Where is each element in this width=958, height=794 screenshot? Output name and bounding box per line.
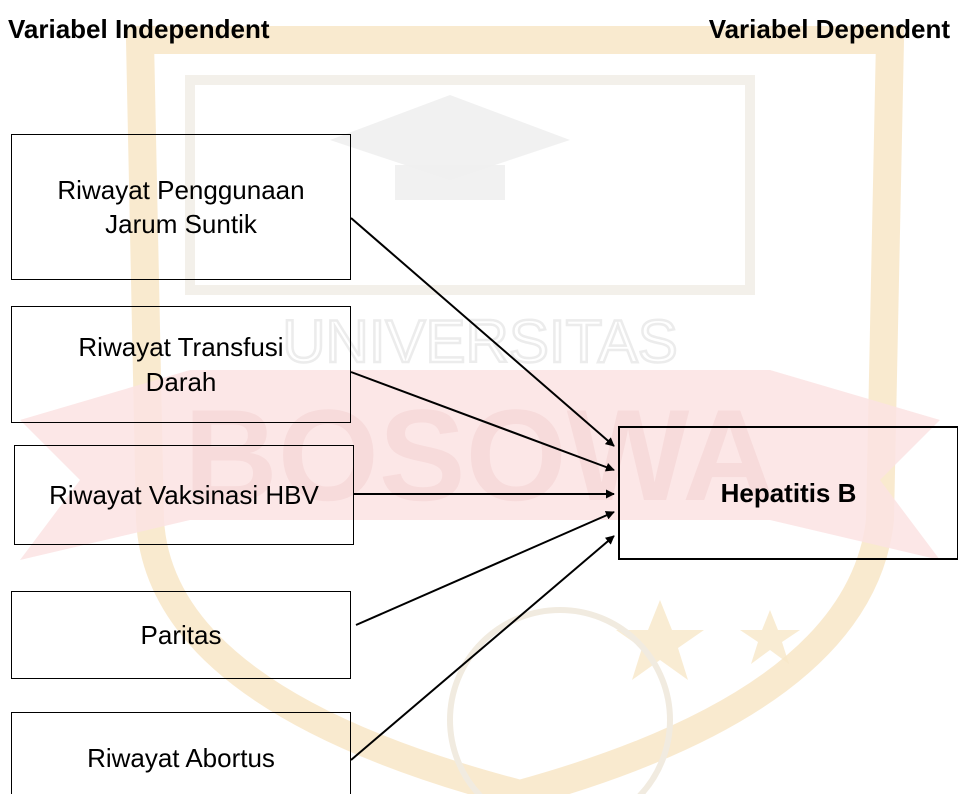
node-paritas: Paritas <box>11 591 351 679</box>
node-riwayat-penggunaan-jarum-suntik: Riwayat Penggunaan Jarum Suntik <box>11 134 351 280</box>
watermark-cap-base <box>395 165 505 200</box>
node-label: Riwayat Vaksinasi HBV <box>49 479 319 510</box>
node-label: Riwayat Penggunaan Jarum Suntik <box>57 174 305 239</box>
dependent-heading: Variabel Dependent <box>708 14 950 44</box>
watermark-star-icon <box>616 600 704 680</box>
node-riwayat-vaksinasi-hbv: Riwayat Vaksinasi HBV <box>14 445 354 545</box>
edge-transfusi-to-hepatitis <box>350 371 615 472</box>
node-label: Hepatitis B <box>720 477 857 508</box>
watermark-star-icon <box>740 610 800 664</box>
node-riwayat-transfusi-darah: Riwayat Transfusi Darah <box>11 306 351 423</box>
watermark-globe-icon <box>447 607 673 794</box>
node-hepatitis-b: Hepatitis B <box>618 426 958 560</box>
node-riwayat-abortus: Riwayat Abortus <box>11 712 351 794</box>
node-label: Paritas <box>140 619 222 650</box>
node-label: Riwayat Abortus <box>87 742 275 773</box>
edge-abortus-to-hepatitis <box>350 535 615 761</box>
edge-paritas-to-hepatitis <box>355 511 615 626</box>
watermark-cap-icon <box>330 95 570 180</box>
node-label: Riwayat Transfusi Darah <box>78 332 284 397</box>
independent-heading: Variabel Independent <box>8 14 270 44</box>
edge-jarum-to-hepatitis <box>350 217 615 447</box>
